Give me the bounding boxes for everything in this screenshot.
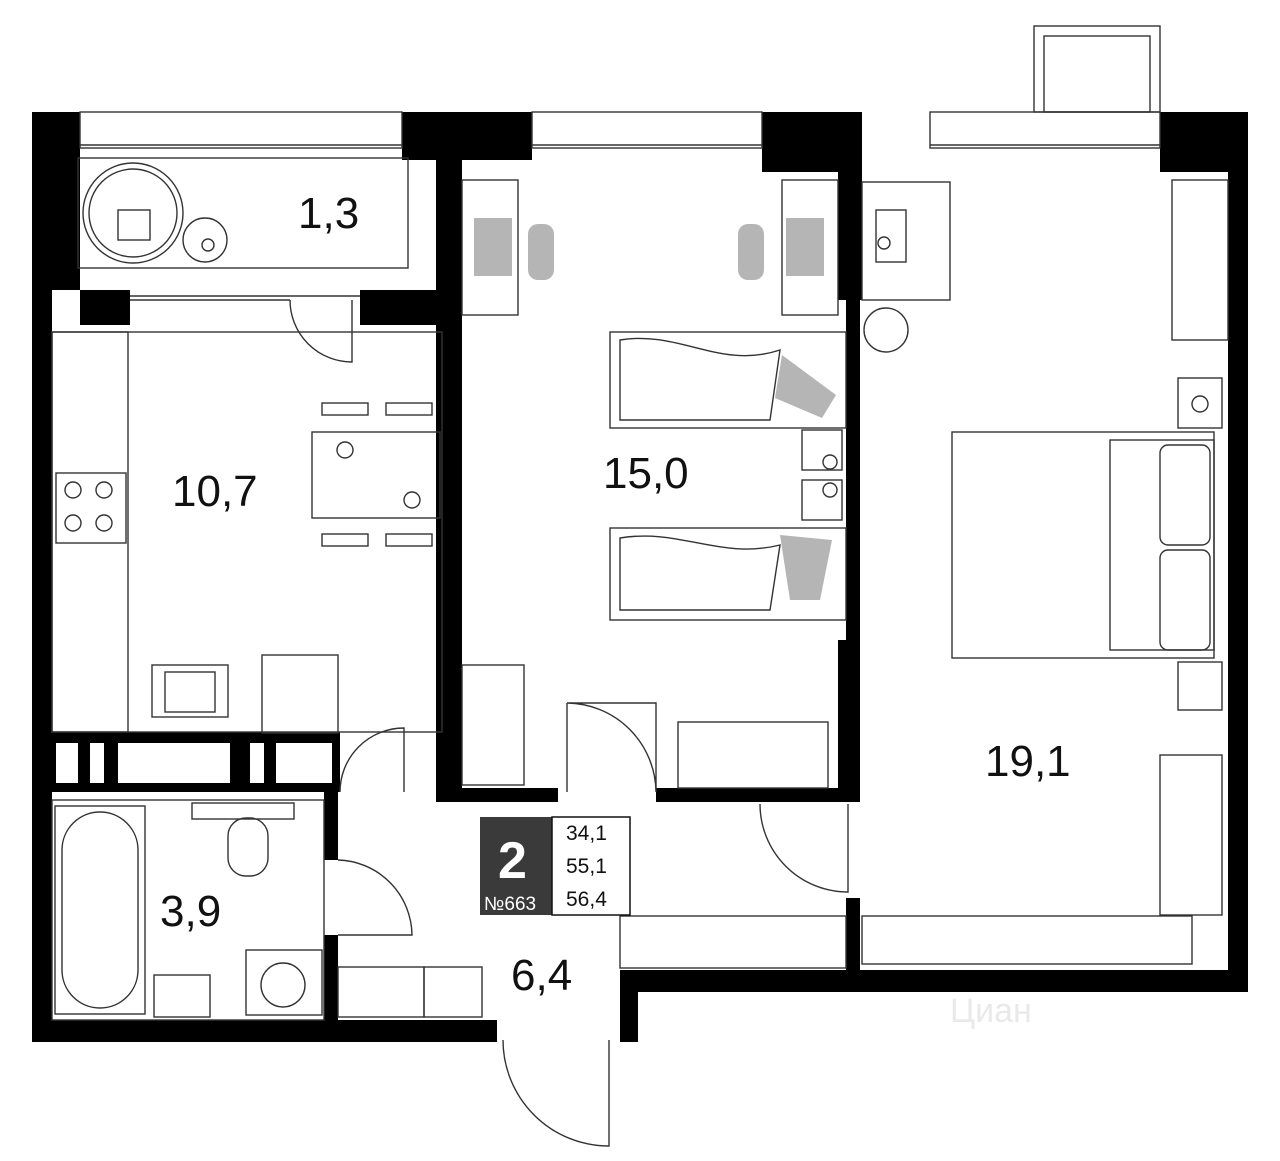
badge-background: [480, 817, 552, 915]
kids-room-furniture: [461, 179, 847, 793]
area-box: [551, 816, 631, 916]
living-area: 34,1: [566, 822, 607, 845]
windows: [79, 25, 1161, 301]
balcony: [77, 157, 409, 269]
rooms-count: 2: [498, 832, 527, 890]
bathroom-area-label: 3,9: [160, 887, 221, 936]
bathroom-fixtures: [51, 799, 413, 1021]
kids-room-area-label: 15,0: [603, 449, 689, 498]
kitchen-area-label: 10,7: [172, 467, 258, 516]
apartment-number: №663: [484, 894, 536, 915]
hallway-furniture: [337, 727, 847, 1147]
wall-niches: [56, 743, 332, 783]
total-area-with-balcony: 56,4: [566, 888, 607, 911]
total-area: 55,1: [566, 855, 607, 878]
kitchen-furniture: [51, 299, 443, 734]
bedroom-area-label: 19,1: [985, 737, 1071, 786]
bedroom-furniture: [759, 179, 1229, 965]
balcony-area-label: 1,3: [298, 189, 359, 238]
hallway-area-label: 6,4: [511, 951, 572, 1000]
watermark: Циан: [950, 992, 1032, 1030]
apartment-badge: 2 №663 34,1 55,1 56,4: [480, 816, 631, 916]
